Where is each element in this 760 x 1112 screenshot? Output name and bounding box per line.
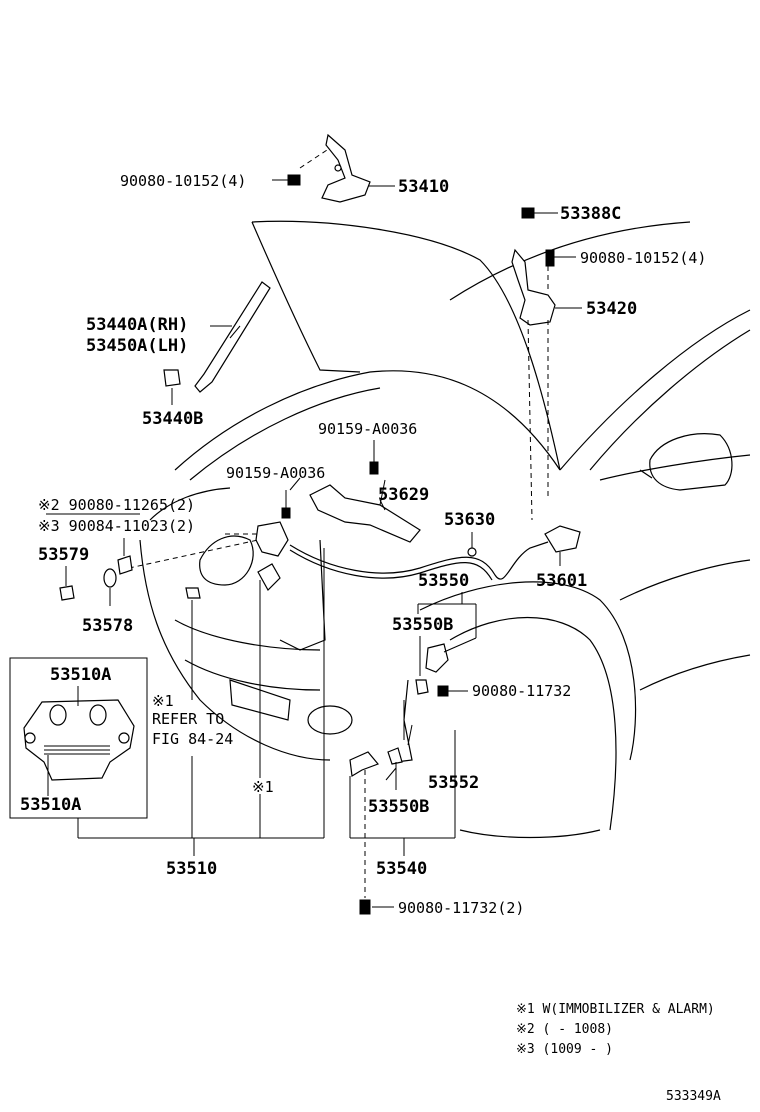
hood-support-strut: [163, 281, 271, 405]
label-53552: 53552: [428, 773, 479, 793]
label-53510: 53510: [166, 859, 217, 879]
label-53410: 53410: [398, 177, 449, 197]
small-bumpers: [59, 538, 133, 606]
footnotes: ※1 W(IMMOBILIZER & ALARM) ※2 ( - 1008) ※…: [516, 1002, 721, 1104]
note-2: ※2 ( - 1008): [516, 1022, 613, 1037]
label-53550B-top: 53550B: [392, 615, 453, 635]
label-53540: 53540: [376, 859, 427, 879]
label-90159-A0036-b: 90159-A0036: [226, 464, 325, 482]
label-53440A: 53440A(RH): [86, 315, 188, 335]
label-90080-10152-top: 90080-10152(4): [120, 172, 246, 190]
label-90080-11732-2: 90080-11732(2): [398, 899, 524, 917]
hood-hinge-lh: [272, 133, 395, 203]
label-53550: 53550: [418, 571, 469, 591]
bracket-53510: [77, 548, 325, 856]
note-1: ※1 W(IMMOBILIZER & ALARM): [516, 1002, 715, 1017]
bolt-90080-11732: [359, 770, 394, 915]
leader-lines: [46, 477, 397, 781]
label-53630: 53630: [444, 510, 495, 530]
label-mark-1: ※1: [252, 778, 274, 796]
bracket-53550: [417, 592, 477, 676]
label-53629: 53629: [378, 485, 429, 505]
label-53578: 53578: [82, 616, 133, 636]
hood-release-lever: [349, 643, 468, 777]
label-53510A-top: 53510A: [50, 665, 111, 685]
label-53450A: 53450A(LH): [86, 336, 188, 356]
bracket-53540: [349, 730, 456, 856]
figure-id: 533349A: [666, 1089, 721, 1104]
label-90159-A0036-a: 90159-A0036: [318, 420, 417, 438]
label-ref-mark: ※1: [152, 692, 174, 710]
label-fig-84-24: FIG 84-24: [152, 730, 233, 748]
label-90080-11732: 90080-11732: [472, 682, 571, 700]
hood-release-cable: [289, 525, 581, 581]
label-90080-11265: ※2 90080-11265(2): [38, 496, 195, 514]
label-90080-10152-right: 90080-10152(4): [580, 249, 706, 267]
label-53388C: 53388C: [560, 204, 621, 224]
label-refer-to: REFER TO: [152, 710, 224, 728]
hood-lock-assembly: [119, 440, 421, 599]
label-53579: 53579: [38, 545, 89, 565]
inset-53510A: [9, 657, 148, 819]
label-90084-11023: ※3 90084-11023(2): [38, 517, 195, 535]
part-labels: 53410 90080-10152(4) 53388C 90080-10152(…: [20, 172, 706, 917]
hood-hinge-rh: [511, 207, 582, 521]
label-53510A-bottom: 53510A: [20, 795, 81, 815]
label-53420: 53420: [586, 299, 637, 319]
vehicle-outline: [139, 220, 751, 839]
label-53440B: 53440B: [142, 409, 203, 429]
label-53550B-bottom: 53550B: [368, 797, 429, 817]
note-3: ※3 (1009 - ): [516, 1042, 613, 1057]
label-53601: 53601: [536, 571, 587, 591]
